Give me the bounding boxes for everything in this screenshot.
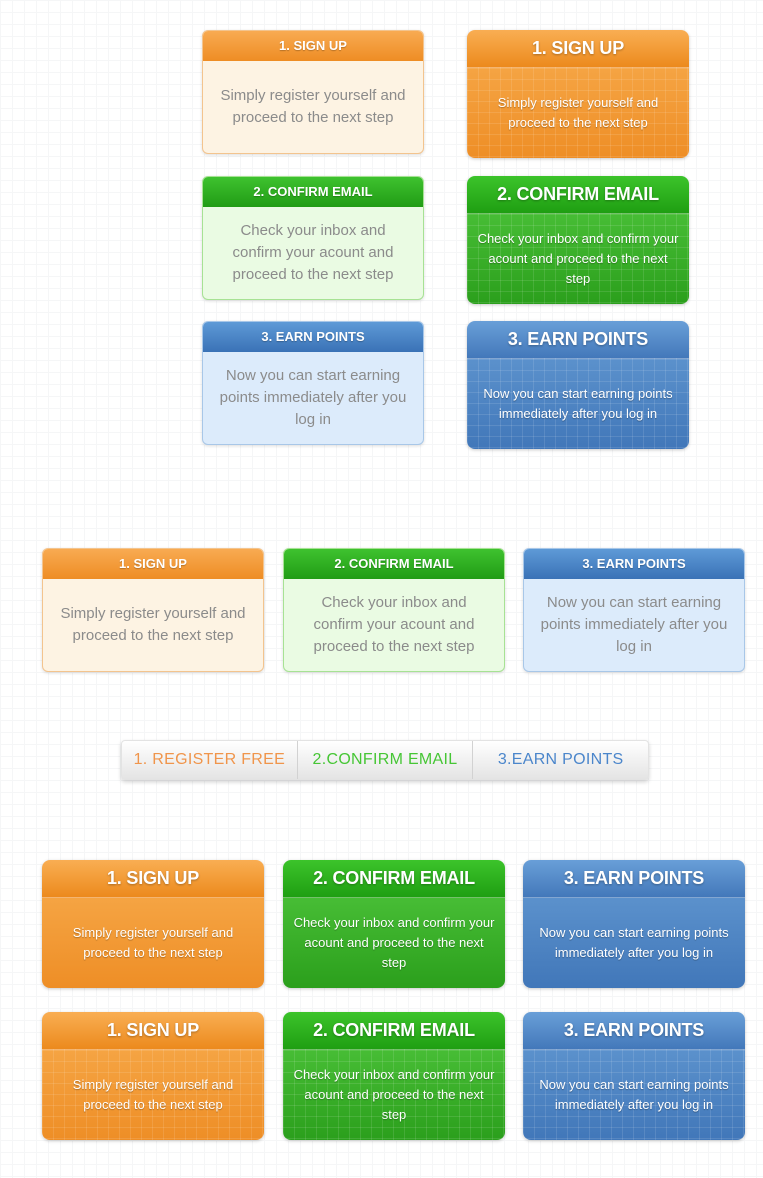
card-body-confirm-email: Check your inbox and confirm your acount… bbox=[283, 1049, 505, 1140]
card-body-sign-up: Simply register yourself and proceed to … bbox=[42, 897, 264, 988]
card-confirm-email-solid-smooth: 2. CONFIRM EMAIL Check your inbox and co… bbox=[283, 860, 505, 988]
card-body-earn-points: Now you can start earning points immedia… bbox=[540, 594, 728, 655]
card-header-confirm-email: 2. CONFIRM EMAIL bbox=[284, 549, 504, 579]
card-body-sign-up: Simply register yourself and proceed to … bbox=[220, 87, 406, 126]
card-earn-points-solid-smooth: 3. EARN POINTS Now you can start earning… bbox=[523, 860, 745, 988]
card-header-earn-points: 3. EARN POINTS bbox=[523, 860, 745, 897]
progress-step-confirm-email[interactable]: 2.CONFIRM EMAIL bbox=[296, 741, 473, 779]
card-header-confirm-email: 2. CONFIRM EMAIL bbox=[203, 177, 423, 207]
card-header-confirm-email: 2. CONFIRM EMAIL bbox=[283, 860, 505, 897]
card-header-sign-up: 1. SIGN UP bbox=[42, 1012, 264, 1049]
progress-step-earn-points[interactable]: 3.EARN POINTS bbox=[472, 741, 648, 779]
card-sign-up-solid-col: 1. SIGN UP Simply register yourself and … bbox=[467, 30, 689, 158]
card-earn-points-solid-col: 3. EARN POINTS Now you can start earning… bbox=[467, 321, 689, 449]
card-sign-up-solid-textured: 1. SIGN UP Simply register yourself and … bbox=[42, 1012, 264, 1140]
card-header-earn-points: 3. EARN POINTS bbox=[524, 549, 744, 579]
card-header-earn-points: 3. EARN POINTS bbox=[523, 1012, 745, 1049]
card-body-confirm-email: Check your inbox and confirm your acount… bbox=[467, 213, 689, 304]
card-body-sign-up: Simply register yourself and proceed to … bbox=[42, 1049, 264, 1140]
card-earn-points-light-row: 3. EARN POINTS Now you can start earning… bbox=[523, 548, 745, 672]
card-body-confirm-email: Check your inbox and confirm your acount… bbox=[283, 897, 505, 988]
card-body-sign-up: Simply register yourself and proceed to … bbox=[60, 605, 246, 644]
card-sign-up-light-row: 1. SIGN UP Simply register yourself and … bbox=[42, 548, 264, 672]
card-confirm-email-solid-col: 2. CONFIRM EMAIL Check your inbox and co… bbox=[467, 176, 689, 304]
card-sign-up-light-col: 1. SIGN UP Simply register yourself and … bbox=[202, 30, 424, 154]
card-body-sign-up: Simply register yourself and proceed to … bbox=[467, 67, 689, 158]
card-confirm-email-light-row: 2. CONFIRM EMAIL Check your inbox and co… bbox=[283, 548, 505, 672]
card-confirm-email-solid-textured: 2. CONFIRM EMAIL Check your inbox and co… bbox=[283, 1012, 505, 1140]
card-body-earn-points: Now you can start earning points immedia… bbox=[523, 897, 745, 988]
card-confirm-email-light-col: 2. CONFIRM EMAIL Check your inbox and co… bbox=[202, 176, 424, 300]
card-header-sign-up: 1. SIGN UP bbox=[42, 860, 264, 897]
card-sign-up-solid-smooth: 1. SIGN UP Simply register yourself and … bbox=[42, 860, 264, 988]
card-header-sign-up: 1. SIGN UP bbox=[467, 30, 689, 67]
card-header-confirm-email: 2. CONFIRM EMAIL bbox=[283, 1012, 505, 1049]
progress-step-register-free[interactable]: 1. REGISTER FREE bbox=[133, 751, 286, 768]
card-earn-points-solid-textured: 3. EARN POINTS Now you can start earning… bbox=[523, 1012, 745, 1140]
card-header-sign-up: 1. SIGN UP bbox=[203, 31, 423, 61]
card-body-earn-points: Now you can start earning points immedia… bbox=[467, 358, 689, 449]
card-body-confirm-email: Check your inbox and confirm your acount… bbox=[313, 594, 475, 655]
card-header-sign-up: 1. SIGN UP bbox=[43, 549, 263, 579]
card-header-earn-points: 3. EARN POINTS bbox=[467, 321, 689, 358]
card-body-confirm-email: Check your inbox and confirm your acount… bbox=[232, 222, 394, 283]
card-body-earn-points: Now you can start earning points immedia… bbox=[219, 367, 407, 428]
card-earn-points-light-col: 3. EARN POINTS Now you can start earning… bbox=[202, 321, 424, 445]
card-header-earn-points: 3. EARN POINTS bbox=[203, 322, 423, 352]
progress-step-bar: 1. REGISTER FREE 2.CONFIRM EMAIL 3.EARN … bbox=[121, 740, 649, 780]
card-body-earn-points: Now you can start earning points immedia… bbox=[523, 1049, 745, 1140]
card-header-confirm-email: 2. CONFIRM EMAIL bbox=[467, 176, 689, 213]
